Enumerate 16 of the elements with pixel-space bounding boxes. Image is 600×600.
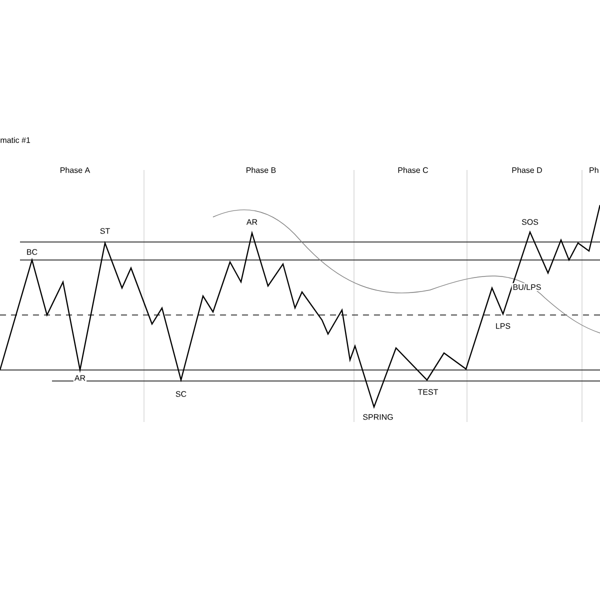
event-label: AR bbox=[245, 218, 259, 226]
event-label: ST bbox=[98, 227, 112, 235]
phase-label: Ph bbox=[588, 166, 600, 174]
event-label: AR bbox=[73, 374, 87, 382]
phase-label: Phase A bbox=[58, 166, 92, 174]
phase-label: Phase D bbox=[510, 166, 544, 174]
chart-title: matic #1 bbox=[0, 137, 30, 143]
event-label: LPS bbox=[494, 322, 512, 330]
event-label: BC bbox=[25, 248, 39, 256]
phase-label: Phase C bbox=[396, 166, 430, 174]
event-label: SC bbox=[174, 390, 188, 398]
event-label: BU/LPS bbox=[512, 283, 542, 291]
event-label: SPRING bbox=[362, 413, 394, 421]
phase-label: Phase B bbox=[244, 166, 278, 174]
event-label: TEST bbox=[416, 388, 440, 396]
event-label: SOS bbox=[520, 218, 540, 226]
